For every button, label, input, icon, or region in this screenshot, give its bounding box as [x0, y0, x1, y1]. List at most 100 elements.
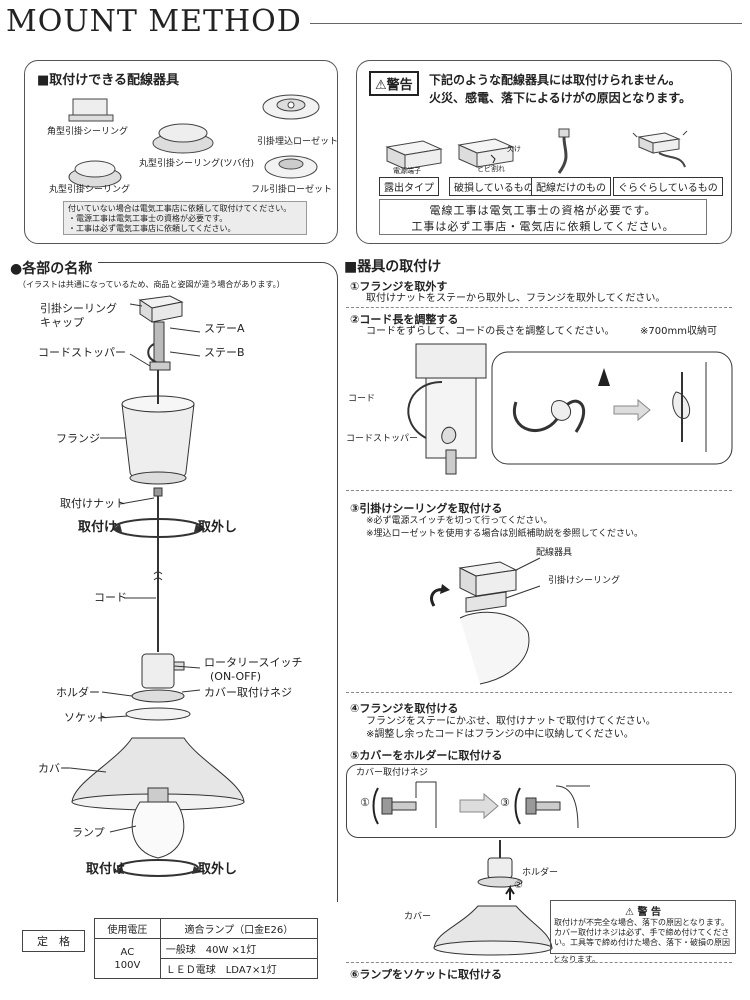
- step5-circle1: ①: [360, 796, 370, 809]
- step4-title: ④フランジを取付ける: [350, 702, 459, 715]
- spec-table: 使用電圧 適合ランプ（口金E26） AC 100V 一般球 40W ×1灯 ＬＥ…: [94, 918, 319, 979]
- ceiling-install-illustration: [430, 557, 541, 685]
- fixture-label-round-flange: 丸型引掛シーリング(ツバ付): [139, 159, 255, 169]
- fixture-label-square: 角型引掛シーリング: [47, 127, 129, 137]
- step4-text1: フランジをステーにかぶせ、取付けナットで取付けてください。: [366, 716, 656, 727]
- step1-title: ①フランジを取外す: [350, 280, 448, 293]
- step3-note2: ※埋込ローゼットを使用する場合は別紙補助説を参照してください。: [366, 529, 644, 539]
- label-flange: フランジ: [56, 432, 100, 445]
- warning-tag-loose: ぐらぐらしているもの: [613, 177, 723, 196]
- exposed-type-image: [385, 140, 443, 170]
- warning-tag-wire-only: 配線だけのもの: [531, 177, 611, 196]
- warning-panel: ⚠警告 下記のような配線器具には取付けられません。 火災、感電、落下によるけがの…: [356, 60, 732, 244]
- parts-note: （イラストは共通になっているため、商品と姿図が違う場合があります。）: [18, 280, 285, 289]
- spec-header-lamp: 適合ランプ（口金E26）: [159, 918, 319, 939]
- screw-detail-illustration: [372, 781, 590, 829]
- step5-warning-text2: い。工具等で締め付けた場合、落下・破損の原因: [554, 938, 730, 947]
- step3-title: ③引掛けシーリングを取付ける: [350, 502, 503, 515]
- warning-note-line2: 工事は必ず工事店・電気店に依頼してください。: [411, 220, 675, 233]
- title-rule: [310, 23, 742, 24]
- label-rotary-onoff: (ON-OFF): [210, 670, 262, 683]
- label-cover-screw: カバー取付けネジ: [204, 686, 292, 699]
- step5-circle2: ②: [514, 880, 523, 891]
- parts-panel-border: [14, 262, 338, 902]
- embedded-rosette-image: [262, 94, 320, 120]
- label-detach-lamp: 取外し: [198, 862, 238, 877]
- step5-screw-label: カバー取付けネジ: [356, 768, 429, 778]
- pendant-illustration: [70, 295, 245, 877]
- round-flange-ceiling-image: [152, 123, 214, 154]
- wire-only-image: [557, 128, 570, 174]
- label-stay-a: ステーA: [204, 322, 245, 335]
- warning-small-terminal: 電源端子: [393, 167, 421, 175]
- spec-header-voltage: 使用電圧: [94, 918, 161, 939]
- spec-voltage-100v: 100V: [114, 959, 141, 971]
- spec-lamp-led: ＬＥＤ電球 LDA7×1灯: [159, 958, 319, 979]
- label-cord-stopper: コードストッパー: [38, 346, 126, 359]
- step2-label-stopper: コードストッパー: [346, 434, 419, 444]
- step5-warning-text1: 取付けが不完全な場合、落下の原因となります。: [554, 918, 729, 927]
- full-rosette-image: [264, 155, 318, 179]
- fixture-label-full-rosette: フル引掛ローゼット: [251, 185, 333, 195]
- divider: [346, 307, 732, 308]
- label-nut: 取付けナット: [60, 497, 126, 510]
- warning-small-chip: 欠け: [507, 145, 521, 153]
- step2-note: ※700mm収納可: [640, 326, 717, 337]
- warning-line1: 下記のような配線器具には取付けられません。: [429, 73, 681, 87]
- step5-warning-text2: カバー取付けネジは必ず、手で締め付けてくださ: [554, 928, 730, 937]
- divider: [346, 962, 732, 963]
- divider: [346, 490, 732, 491]
- fixture-label-embedded-rosette: 引掛埋込ローゼット: [257, 137, 339, 147]
- warning-tag-exposed: 露出タイプ: [379, 177, 439, 196]
- cover-install-illustration: [433, 840, 553, 956]
- fixtures-heading: ■取付けできる配線器具: [37, 73, 180, 88]
- warning-line2: 火災、感電、落下によるけがの原因となります。: [429, 91, 692, 105]
- step3-label-ceiling: 引掛けシーリング: [548, 576, 621, 586]
- spec-label: 定 格: [22, 930, 85, 952]
- label-lamp: ランプ: [72, 826, 105, 839]
- spec-lamp-incandescent: 一般球 40W ×1灯: [159, 938, 319, 959]
- step2-label-cord: コード: [348, 394, 376, 404]
- step5-holder-label: ホルダー: [522, 868, 559, 878]
- fixtures-panel: ■取付けできる配線器具 角型引掛シーリング 丸型引掛シーリング(ツバ付) 引掛埋…: [24, 60, 338, 244]
- step2-text: コードをずらして、コードの長さを調整してください。: [366, 326, 615, 337]
- step5-title: ⑤カバーをホルダーに取付ける: [350, 749, 503, 762]
- step5-circle3: ③: [500, 796, 510, 809]
- label-cover: カバー: [38, 762, 71, 775]
- label-detach: 取外し: [198, 520, 238, 535]
- loose-image: [632, 130, 688, 168]
- screw-detail-panel: [346, 764, 736, 838]
- fixtures-note-line: ・電源工事は電気工事士の資格が必要です。: [68, 214, 228, 223]
- label-attach-lamp: 取付け: [86, 862, 126, 877]
- cord-adjust-illustration: [407, 343, 733, 475]
- step5-warning-title: ⚠ 警 告: [625, 907, 661, 918]
- divider: [346, 692, 732, 693]
- warning-tag-damaged: 破損しているもの: [449, 177, 539, 196]
- label-socket: ソケット: [64, 711, 108, 724]
- label-attach: 取付け: [78, 520, 118, 535]
- label-cord: コード: [94, 591, 127, 604]
- step3-note1: ※必ず電源スイッチを切って行ってください。: [366, 516, 553, 526]
- spec-voltage-cell: AC 100V: [94, 938, 161, 979]
- warning-badge: ⚠警告: [369, 71, 419, 96]
- warning-note: 電線工事は電気工事士の資格が必要です。 工事は必ず工事店・電気店に依頼してくださ…: [379, 199, 707, 235]
- step4-text2: ※調整し余ったコードはフランジの中に収納してください。: [366, 729, 634, 740]
- step5-cover-label: カバー: [404, 912, 432, 922]
- step3-label-wiring: 配線器具: [536, 548, 573, 558]
- fixtures-note-line: ・工事は必ず電気工事店に依頼してください。: [68, 224, 236, 233]
- label-rotary-switch: ロータリースイッチ: [204, 656, 303, 669]
- round-ceiling-image: [68, 160, 122, 188]
- step6-title: ⑥ランプをソケットに取付ける: [350, 968, 502, 981]
- label-cap-line2: キャップ: [40, 316, 84, 329]
- step5-warning-box: ⚠ 警 告 取付けが不完全な場合、落下の原因となります。 カバー取付けネジは必ず…: [550, 900, 736, 954]
- step1-text: 取付けナットをステーから取外し、フランジを取外してください。: [366, 293, 666, 304]
- label-cap-line1: 引掛シーリング: [40, 302, 117, 315]
- step2-title: ②コード長を調整する: [350, 313, 459, 326]
- square-ceiling-image: [68, 98, 114, 122]
- fixtures-note-line: 付いていない場合は電気工事店に依頼して取付けてください。: [68, 204, 292, 213]
- damaged-image: [457, 138, 515, 168]
- spec-voltage-ac: AC: [120, 946, 135, 958]
- label-stay-b: ステーB: [204, 346, 245, 359]
- warning-note-line1: 電線工事は電気工事士の資格が必要です。: [429, 204, 657, 217]
- fixtures-note: 付いていない場合は電気工事店に依頼して取付けてください。 ・電源工事は電気工事士…: [63, 201, 307, 235]
